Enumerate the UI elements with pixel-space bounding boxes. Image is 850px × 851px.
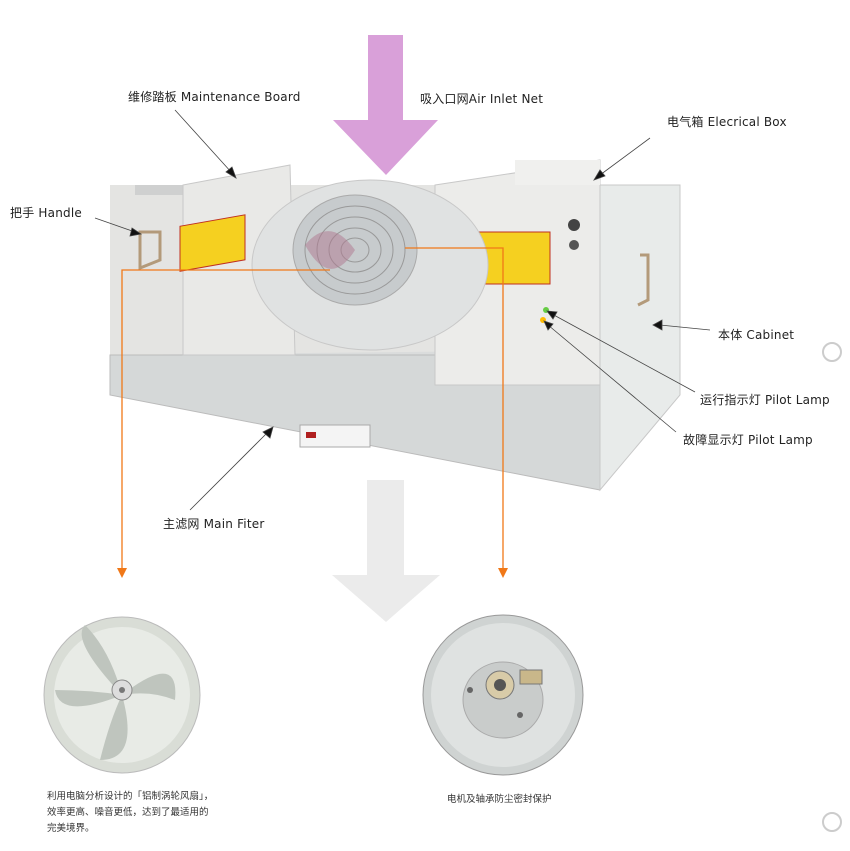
inlet-arrow-icon (333, 35, 438, 175)
binder-hole-icon (822, 342, 842, 362)
motor-leader-line (405, 247, 504, 570)
label-pilot-lamp-fault: 故障显示灯 Pilot Lamp (683, 433, 813, 447)
fan-caption-line: 完美境界。 (47, 823, 95, 834)
label-electrical-box: 电气箱 Elecrical Box (667, 115, 787, 129)
binder-hole-icon (822, 812, 842, 832)
fan-caption: 利用电脑分析设计的「铝制涡轮风扇」， 效率更高、噪音更低，达到了最适用的 完美境… (47, 789, 213, 837)
outlet-arrow-icon (332, 480, 440, 622)
fan-leader-line (121, 269, 330, 570)
label-main-filter: 主滤网 Main Fiter (163, 517, 265, 531)
fan-caption-line: 效率更高、噪音更低，达到了最适用的 (47, 807, 209, 818)
fan-caption-line: 利用电脑分析设计的「铝制涡轮风扇」， (47, 791, 214, 802)
handle-left-icon (138, 230, 162, 271)
label-handle: 把手 Handle (10, 206, 82, 220)
ffu-unit (109, 159, 681, 492)
handle-right-icon (637, 253, 650, 307)
motor-image (422, 614, 584, 776)
warning-label-left (179, 214, 246, 272)
label-cabinet: 本体 Cabinet (718, 328, 795, 342)
turbo-fan-image (43, 616, 201, 774)
label-air-inlet: 吸入口网Air Inlet Net (420, 92, 544, 106)
label-maintenance-board: 维修踏板 Maintenance Board (128, 90, 301, 104)
motor-caption: 电机及轴承防尘密封保护 (447, 794, 552, 805)
label-pilot-lamp-run: 运行指示灯 Pilot Lamp (700, 393, 830, 407)
